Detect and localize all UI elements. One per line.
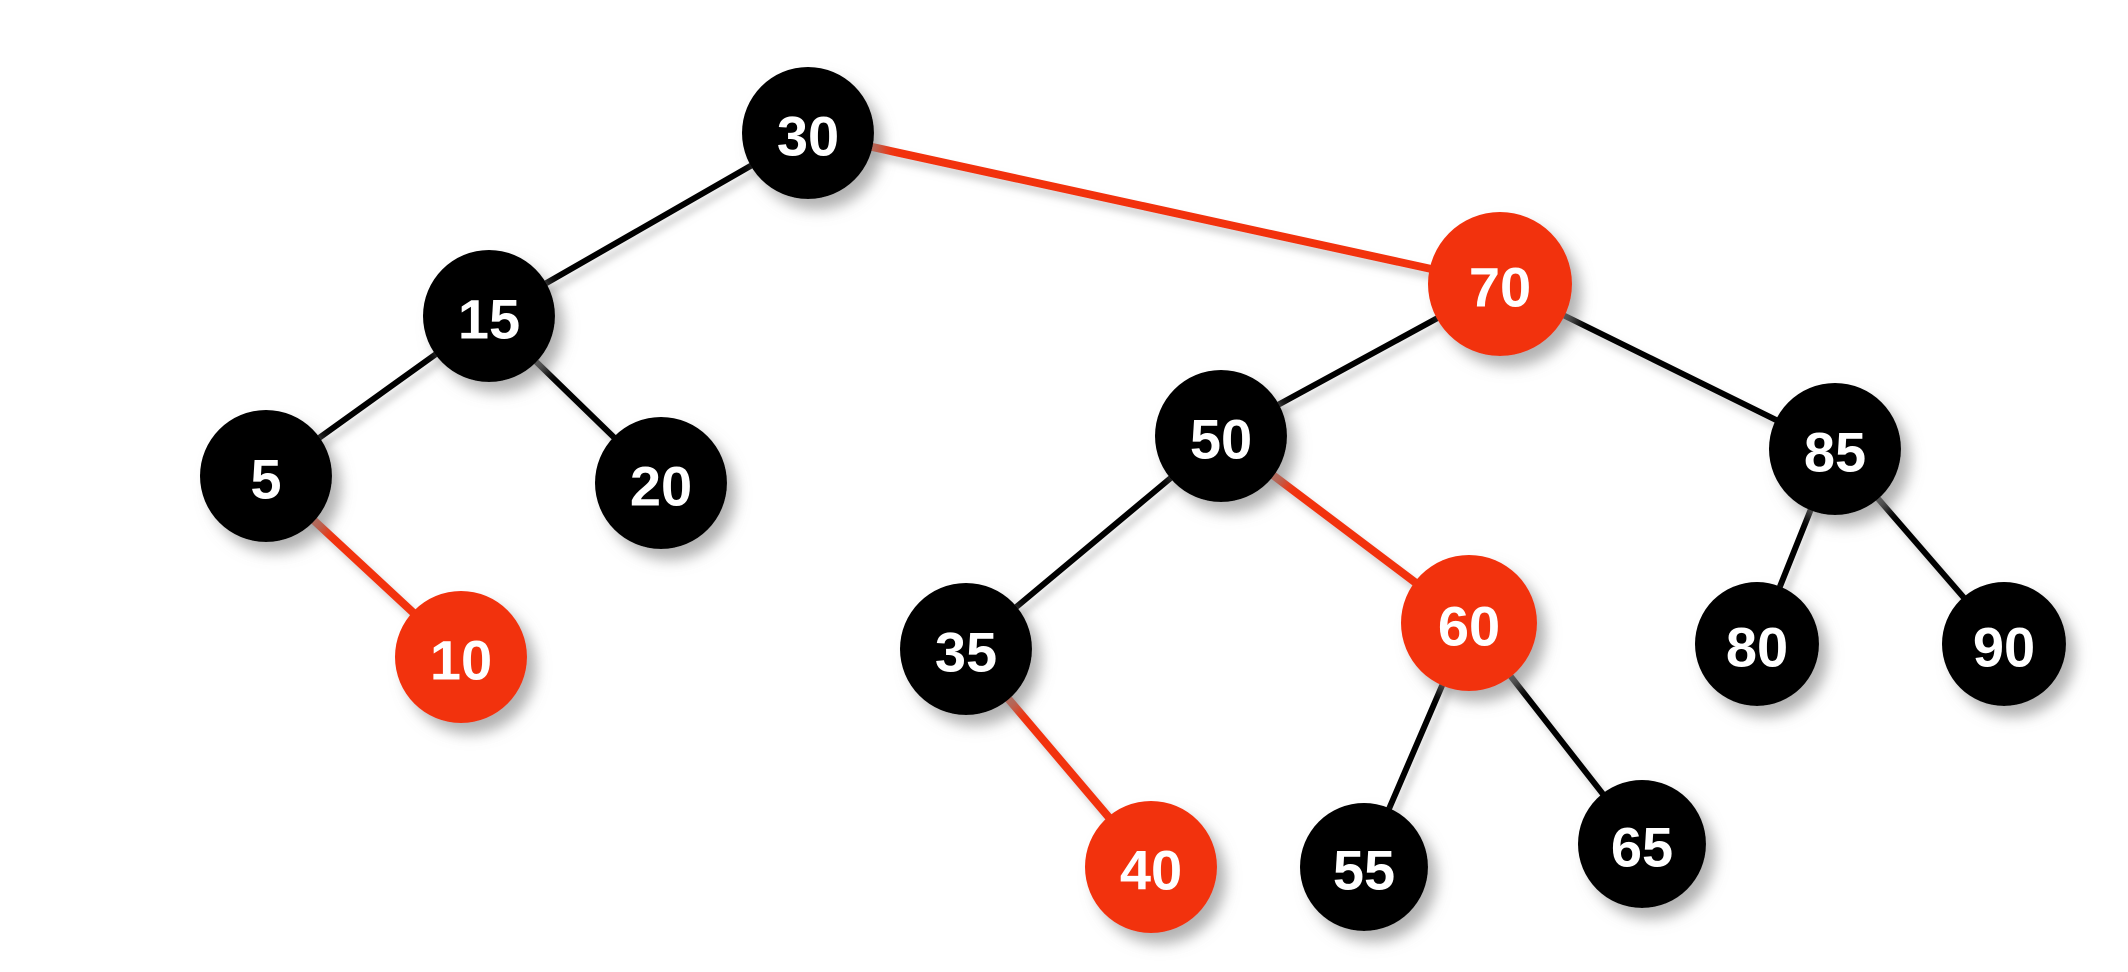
tree-node-20: 20 — [595, 417, 727, 549]
tree-node-30: 30 — [742, 67, 874, 199]
tree-node-65: 65 — [1578, 780, 1706, 908]
tree-node-10: 10 — [395, 591, 527, 723]
tree-node-70: 70 — [1428, 212, 1572, 356]
tree-node-circle-60 — [1401, 555, 1537, 691]
tree-node-50: 50 — [1155, 370, 1287, 502]
tree-node-label-65: 65 — [1611, 816, 1673, 879]
tree-node-label-60: 60 — [1438, 595, 1500, 658]
tree-node-80: 80 — [1695, 582, 1819, 706]
tree-node-circle-30 — [742, 67, 874, 199]
tree-node-circle-5 — [200, 410, 332, 542]
tree-node-circle-80 — [1695, 582, 1819, 706]
tree-node-35: 35 — [900, 583, 1032, 715]
tree-node-label-55: 55 — [1333, 839, 1395, 902]
tree-nodes-layer: 30 15 70 5 20 50 85 10 35 60 80 90 40 55 65 — [200, 67, 2066, 933]
tree-node-circle-15 — [423, 250, 555, 382]
tree-node-circle-50 — [1155, 370, 1287, 502]
tree-node-circle-10 — [395, 591, 527, 723]
tree-node-5: 5 — [200, 410, 332, 542]
tree-node-60: 60 — [1401, 555, 1537, 691]
tree-node-label-35: 35 — [935, 621, 997, 684]
tree-node-label-50: 50 — [1190, 408, 1252, 471]
tree-node-circle-65 — [1578, 780, 1706, 908]
tree-node-40: 40 — [1085, 801, 1217, 933]
tree-node-label-70: 70 — [1469, 256, 1531, 319]
tree-node-circle-20 — [595, 417, 727, 549]
tree-node-55: 55 — [1300, 803, 1428, 931]
tree-node-label-80: 80 — [1726, 616, 1788, 679]
tree-edges-layer — [262, 129, 2007, 871]
tree-node-label-5: 5 — [250, 448, 281, 511]
tree-node-label-10: 10 — [430, 629, 492, 692]
tree-node-circle-55 — [1300, 803, 1428, 931]
tree-node-label-30: 30 — [777, 105, 839, 168]
tree-node-label-20: 20 — [630, 455, 692, 518]
tree-node-circle-35 — [900, 583, 1032, 715]
tree-node-15: 15 — [423, 250, 555, 382]
tree-node-circle-70 — [1428, 212, 1572, 356]
tree-node-85: 85 — [1769, 383, 1901, 515]
tree-node-90: 90 — [1942, 582, 2066, 706]
tree-edge-30-70 — [804, 129, 1504, 288]
tree-node-label-40: 40 — [1120, 839, 1182, 902]
tree-node-label-15: 15 — [458, 288, 520, 351]
tree-node-circle-90 — [1942, 582, 2066, 706]
tree-node-circle-40 — [1085, 801, 1217, 933]
tree-node-circle-85 — [1769, 383, 1901, 515]
tree-node-label-85: 85 — [1804, 421, 1866, 484]
tree-node-label-90: 90 — [1973, 616, 2035, 679]
